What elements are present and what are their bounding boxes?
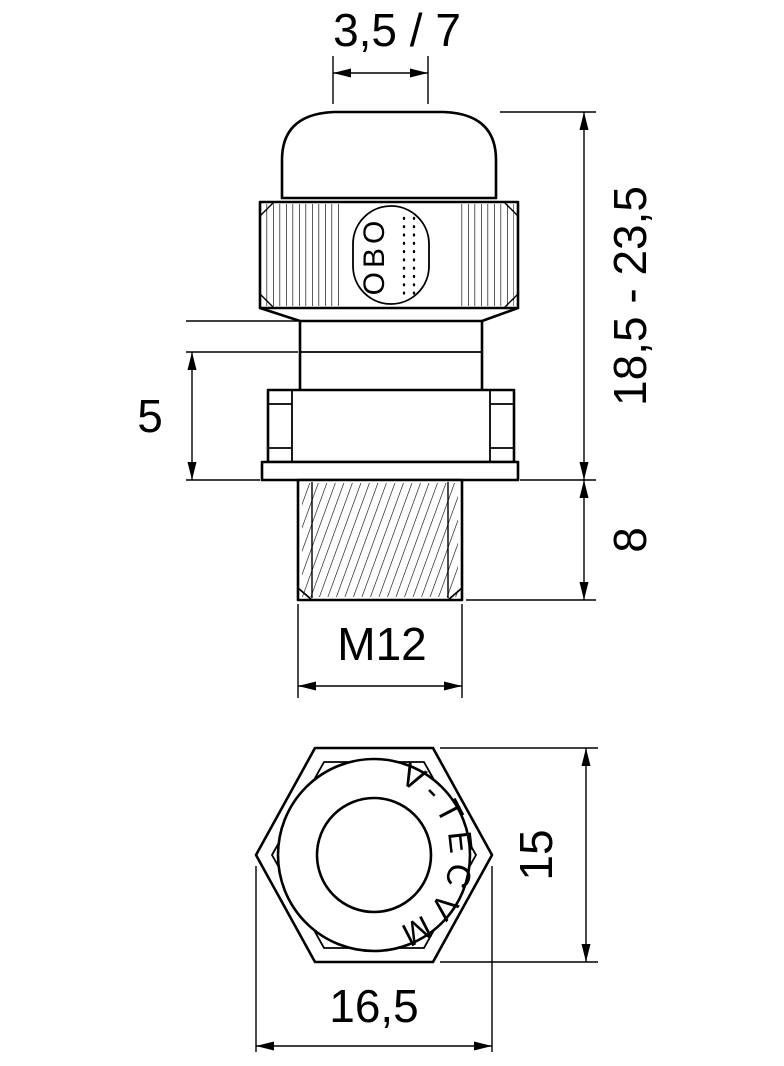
cap-dome xyxy=(280,110,498,200)
dim-clamping-range: 3,5 / 7 xyxy=(332,4,461,104)
dim-thread-length: 8 xyxy=(466,480,656,601)
side-view: OBO xyxy=(258,110,520,602)
arrowhead-top xyxy=(579,480,589,498)
dim-label-clamping-range: 3,5 / 7 xyxy=(333,4,461,56)
arrowhead-bottom xyxy=(581,944,591,962)
dim-thread-size: M12 xyxy=(297,604,463,698)
knurl-corner-chamfers xyxy=(259,201,519,309)
arrowhead-bottom xyxy=(187,462,197,480)
arrowhead-left xyxy=(333,68,351,78)
hex-corner-notches xyxy=(268,403,514,449)
dim-height-range: 18,5 - 23,5 xyxy=(500,111,656,481)
cable-bore-circle xyxy=(315,796,433,914)
thread-root-lines xyxy=(311,482,449,598)
dim-label-thread-size: M12 xyxy=(337,618,426,670)
neck-outline xyxy=(259,306,519,390)
extension-lines xyxy=(255,866,493,1052)
extension-lines xyxy=(297,604,463,698)
extension-lines xyxy=(186,320,298,481)
arrowhead-left xyxy=(298,681,316,691)
hex-facet-lines xyxy=(291,390,491,462)
arrowhead-right xyxy=(474,1041,492,1051)
arrowhead-left xyxy=(256,1041,274,1051)
dim-label-across-corners: 16,5 xyxy=(329,980,419,1032)
knurl-ribs-right xyxy=(456,204,514,306)
arrowhead-top xyxy=(581,748,591,766)
arrowhead-bottom xyxy=(579,582,589,600)
bottom-view: V-TECVM xyxy=(254,746,494,964)
arrowhead-top xyxy=(187,352,197,370)
dim-label-across-flats: 15 xyxy=(510,829,562,880)
extension-lines xyxy=(440,747,598,963)
dim-label-thread-length: 8 xyxy=(604,527,656,553)
flange xyxy=(260,460,520,482)
arrowhead-right xyxy=(444,681,462,691)
dim-label-neck-height: 5 xyxy=(137,390,163,442)
dim-across-flats: 15 xyxy=(440,747,598,963)
thread-end-chamfers xyxy=(297,587,463,601)
brand-text: OBO xyxy=(358,217,391,296)
dim-label-height-range: 18,5 - 23,5 xyxy=(604,186,656,406)
thread-hatching xyxy=(302,483,458,597)
arrowhead-bottom xyxy=(579,462,589,480)
dim-across-corners: 16,5 xyxy=(255,866,493,1052)
hex-body-side xyxy=(266,388,516,464)
knurl-ribs-left xyxy=(264,204,342,306)
brand-panel xyxy=(352,205,430,305)
arrowhead-top xyxy=(579,112,589,130)
extension-lines xyxy=(332,56,429,104)
arrowhead-right xyxy=(410,68,428,78)
dim-neck-height: 5 xyxy=(137,320,298,481)
hex-outline-inner xyxy=(270,761,478,949)
